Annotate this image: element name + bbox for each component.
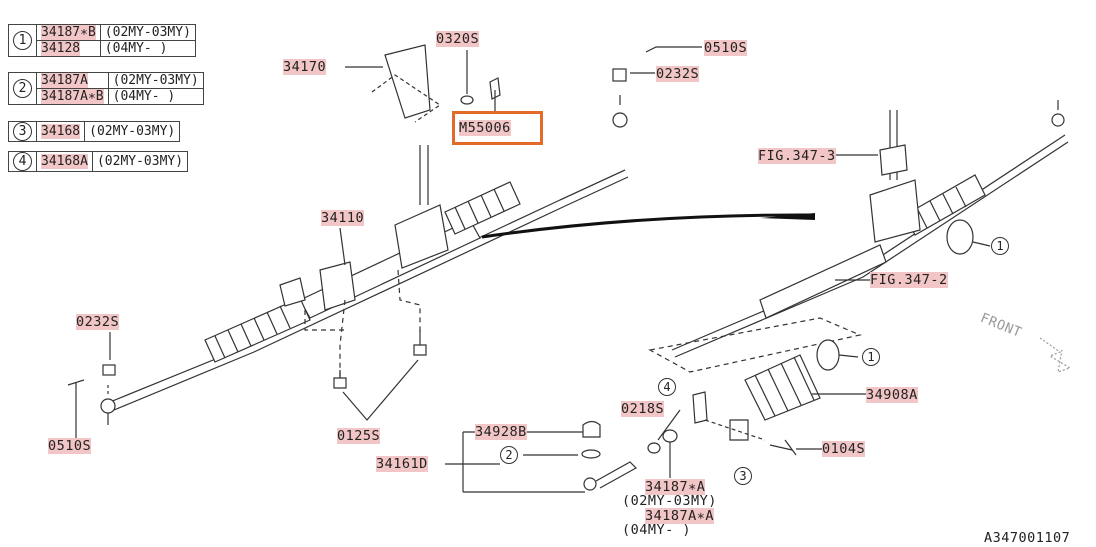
legend-range: (04MY- ) [107,88,204,105]
left-boot-bellows [204,297,311,363]
legend-table: 2 34187A (02MY-03MY) 34187A∗B (04MY- ) [8,72,204,105]
boot-34908a [744,354,821,421]
diagram-id: A347001107 [984,530,1071,546]
callout-3[interactable]: 3 [734,467,752,485]
legend-range: (04MY- ) [99,40,196,57]
callout-4[interactable]: 4 [658,378,676,396]
legend-table: 4 34168A (02MY-03MY) [8,151,189,172]
callout-1[interactable]: 1 [991,237,1009,255]
legend-row: 2 34187A (02MY-03MY) [8,72,204,105]
legend-range: (02MY-03MY) [91,151,189,172]
part-label-m55006[interactable]: M55006 [459,120,511,136]
part-range-34187a-a: (02MY-03MY) [622,493,717,509]
legend-range: (02MY-03MY) [107,72,204,89]
part-label-0104s[interactable]: 0104S [822,441,866,457]
part-label-34928b[interactable]: 34928B [475,424,527,440]
part-label-0510s-top[interactable]: 0510S [704,40,748,56]
legend-row: 3 34168 (02MY-03MY) [8,121,181,142]
legend-part: 34187A [41,73,88,88]
legend-part: 34187∗B [41,25,96,40]
legend-part: 34187A∗B [41,89,104,104]
legend-row: 4 34168A (02MY-03MY) [8,151,189,172]
part-range-34187aa-a: (04MY- ) [622,522,692,538]
legend-part: 34168A [41,154,88,169]
right-boot-bellows [444,181,521,235]
callout-1[interactable]: 1 [862,348,880,366]
part-label-34170[interactable]: 34170 [283,59,327,75]
part-label-0232s-top[interactable]: 0232S [656,66,700,82]
legend-num-1: 1 [13,31,32,50]
legend-row: 34128 (04MY- ) [9,40,196,57]
part-label-34908a[interactable]: 34908A [866,387,918,403]
legend-num-3: 3 [13,122,32,141]
legend-part: 34128 [41,41,81,56]
part-label-0320s[interactable]: 0320S [436,31,480,47]
legend-num-2: 2 [13,79,32,98]
legend-table: 1 34187∗B (02MY-03MY) 34128 (04MY- ) [8,24,196,57]
part-label-34161d[interactable]: 34161D [376,456,428,472]
part-label-0218s[interactable]: 0218S [621,401,665,417]
highlight-box [452,111,543,145]
part-label-34110[interactable]: 34110 [321,210,365,226]
part-label-34187a-a[interactable]: 34187∗A [645,479,706,495]
legend-table: 3 34168 (02MY-03MY) [8,121,181,142]
legend-row: 34187A∗B (04MY- ) [9,88,204,105]
legend-num-4: 4 [13,152,32,171]
part-label-0510s-left[interactable]: 0510S [48,438,92,454]
fig-link-347-2[interactable]: FIG.347-2 [870,272,948,288]
legend-range: (02MY-03MY) [84,121,181,142]
legend-row: 1 34187∗B (02MY-03MY) [8,24,196,57]
fig-link-347-3[interactable]: FIG.347-3 [758,148,836,164]
legend-part: 34168 [41,124,81,139]
legend-range: (02MY-03MY) [99,24,196,41]
part-label-0125s[interactable]: 0125S [337,428,381,444]
part-label-34187aa-a[interactable]: 34187A∗A [645,508,715,524]
callout-2[interactable]: 2 [500,446,518,464]
part-label-0232s-left[interactable]: 0232S [76,314,120,330]
